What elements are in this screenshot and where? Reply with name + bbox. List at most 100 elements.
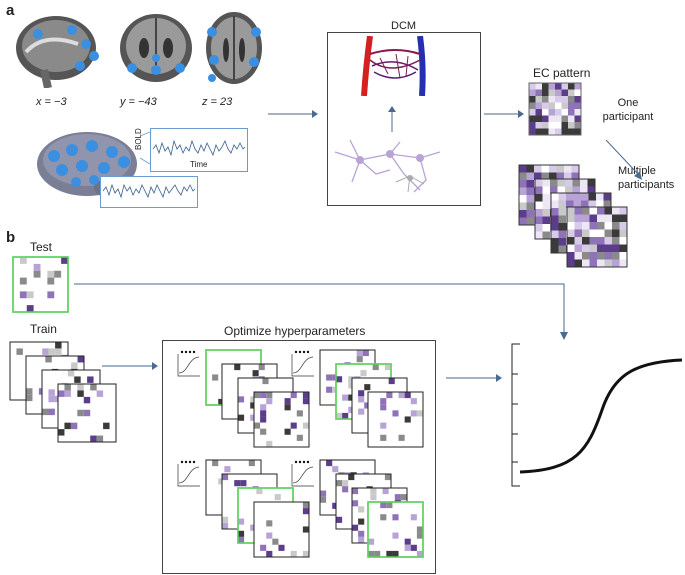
matrix-cell	[542, 179, 550, 187]
matrix-cell	[358, 536, 365, 543]
matrix-cell	[526, 210, 534, 218]
matrix-cell	[574, 115, 581, 122]
matrix-cell	[561, 89, 568, 96]
matrix-cell	[58, 390, 65, 397]
matrix-cell	[260, 544, 267, 551]
matrix-cell	[302, 526, 309, 533]
matrix-cell	[302, 422, 309, 429]
matrix-cell	[348, 394, 355, 401]
matrix-cell	[619, 252, 627, 260]
matrix-cell	[77, 356, 84, 363]
matrix-cell	[77, 390, 84, 397]
matrix-cell	[548, 115, 555, 122]
matrix-cell	[352, 500, 359, 507]
matrix-cell	[535, 102, 542, 109]
matrix-cell	[362, 350, 369, 357]
matrix-cell	[384, 364, 391, 371]
matrix-cell	[224, 466, 231, 473]
matrix-cell	[47, 277, 55, 285]
matrix	[253, 391, 310, 448]
matrix-cell	[364, 384, 371, 391]
matrix-cell	[564, 165, 572, 173]
matrix-cell	[612, 207, 620, 215]
matrix-cell	[290, 550, 297, 557]
matrix-cell	[342, 394, 349, 401]
matrix-cell	[619, 229, 627, 237]
matrix-cell	[542, 231, 550, 239]
matrix-cell	[58, 429, 65, 436]
matrix-cell	[529, 89, 536, 96]
matrix-cell	[568, 102, 575, 109]
matrix-cell	[404, 544, 411, 551]
matrix-cell	[529, 115, 536, 122]
matrix-cell	[254, 422, 261, 429]
matrix-cell	[370, 494, 377, 501]
matrix-cell	[398, 434, 405, 441]
matrix-cell	[526, 180, 534, 188]
matrix-cell	[549, 165, 557, 173]
matrix-cell	[542, 122, 549, 129]
matrix-cell	[358, 530, 365, 537]
matrix-cell	[284, 398, 291, 405]
matrix-cell	[392, 550, 399, 557]
matrix-cell	[250, 396, 257, 403]
matrix-cell	[90, 384, 97, 391]
slice-label-z: z = 23	[202, 96, 233, 108]
matrix-cell	[529, 128, 536, 135]
test-label: Test	[30, 240, 53, 254]
matrix-cell	[77, 409, 84, 417]
matrix-cell	[526, 187, 534, 195]
matrix-cell	[519, 187, 527, 195]
matrix-cell	[604, 244, 612, 252]
matrix-cell	[567, 229, 575, 237]
matrix-cell	[566, 193, 574, 201]
matrix-cell	[542, 186, 550, 194]
panel-b-letter: b	[6, 229, 16, 246]
matrix-cell	[580, 179, 588, 187]
matrix-cell	[555, 83, 562, 90]
matrix-cell	[266, 398, 273, 405]
matrix-cell	[555, 122, 562, 129]
sigmoid-curve-icon	[511, 343, 683, 487]
bold-series-box-2	[100, 176, 198, 208]
matrix-cell	[519, 202, 527, 210]
matrix-cell	[582, 214, 590, 222]
matrix-cell	[542, 128, 549, 135]
matrix-cell	[604, 207, 612, 215]
matrix-cell	[212, 374, 219, 381]
matrix-cell	[290, 392, 297, 399]
matrix	[367, 501, 424, 558]
optimize-grid	[177, 349, 424, 558]
matrix-cell	[250, 402, 257, 409]
matrix-cell	[238, 414, 245, 421]
matrix-cell	[394, 494, 401, 501]
matrix-cell	[555, 109, 562, 116]
matrix-cell	[358, 506, 365, 513]
matrix-cell	[529, 96, 536, 103]
matrix-cell	[604, 252, 612, 260]
ec-matrix-single	[528, 82, 582, 136]
matrix-cell	[55, 348, 62, 355]
dcm-label: DCM	[391, 20, 417, 32]
matrix-cell	[535, 96, 542, 103]
matrix-cell	[556, 172, 564, 180]
matrix-cell	[603, 200, 611, 208]
matrix-cell	[568, 83, 575, 90]
matrix	[57, 383, 117, 443]
matrix-cell	[561, 83, 568, 90]
matrix-cell	[358, 390, 365, 397]
mini-sigmoid-icon	[177, 460, 200, 487]
matrix-cell	[222, 516, 229, 523]
matrix-cell	[535, 209, 543, 217]
matrix-cell	[574, 122, 581, 129]
matrix-cell	[597, 252, 605, 260]
matrix-cell	[558, 193, 566, 201]
matrix-cell	[574, 96, 581, 103]
matrix-cell	[26, 394, 33, 402]
matrix-cell	[571, 172, 579, 180]
matrix-cell	[83, 409, 91, 417]
matrix-cell	[234, 364, 241, 371]
matrix-cell	[542, 201, 550, 209]
matrix-cell	[266, 392, 273, 399]
matrix-cell	[589, 229, 597, 237]
